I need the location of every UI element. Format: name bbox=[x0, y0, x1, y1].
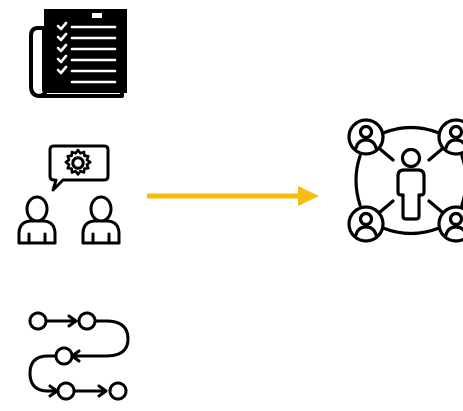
avatar-top-left-icon bbox=[347, 118, 385, 156]
avatar-bottom-left-icon bbox=[347, 205, 385, 243]
person-left-icon bbox=[17, 195, 57, 245]
gear-icon bbox=[64, 148, 92, 176]
process-flow-icon bbox=[28, 311, 130, 401]
central-person-icon bbox=[396, 147, 426, 221]
avatar-bottom-right-icon bbox=[437, 205, 463, 243]
person-right-icon bbox=[81, 195, 121, 245]
team-network-icon bbox=[347, 118, 463, 243]
right-arrow bbox=[147, 186, 319, 206]
consultation-icon bbox=[17, 144, 121, 245]
checklist-document-icon bbox=[29, 9, 127, 98]
avatar-top-right-icon bbox=[437, 118, 463, 156]
